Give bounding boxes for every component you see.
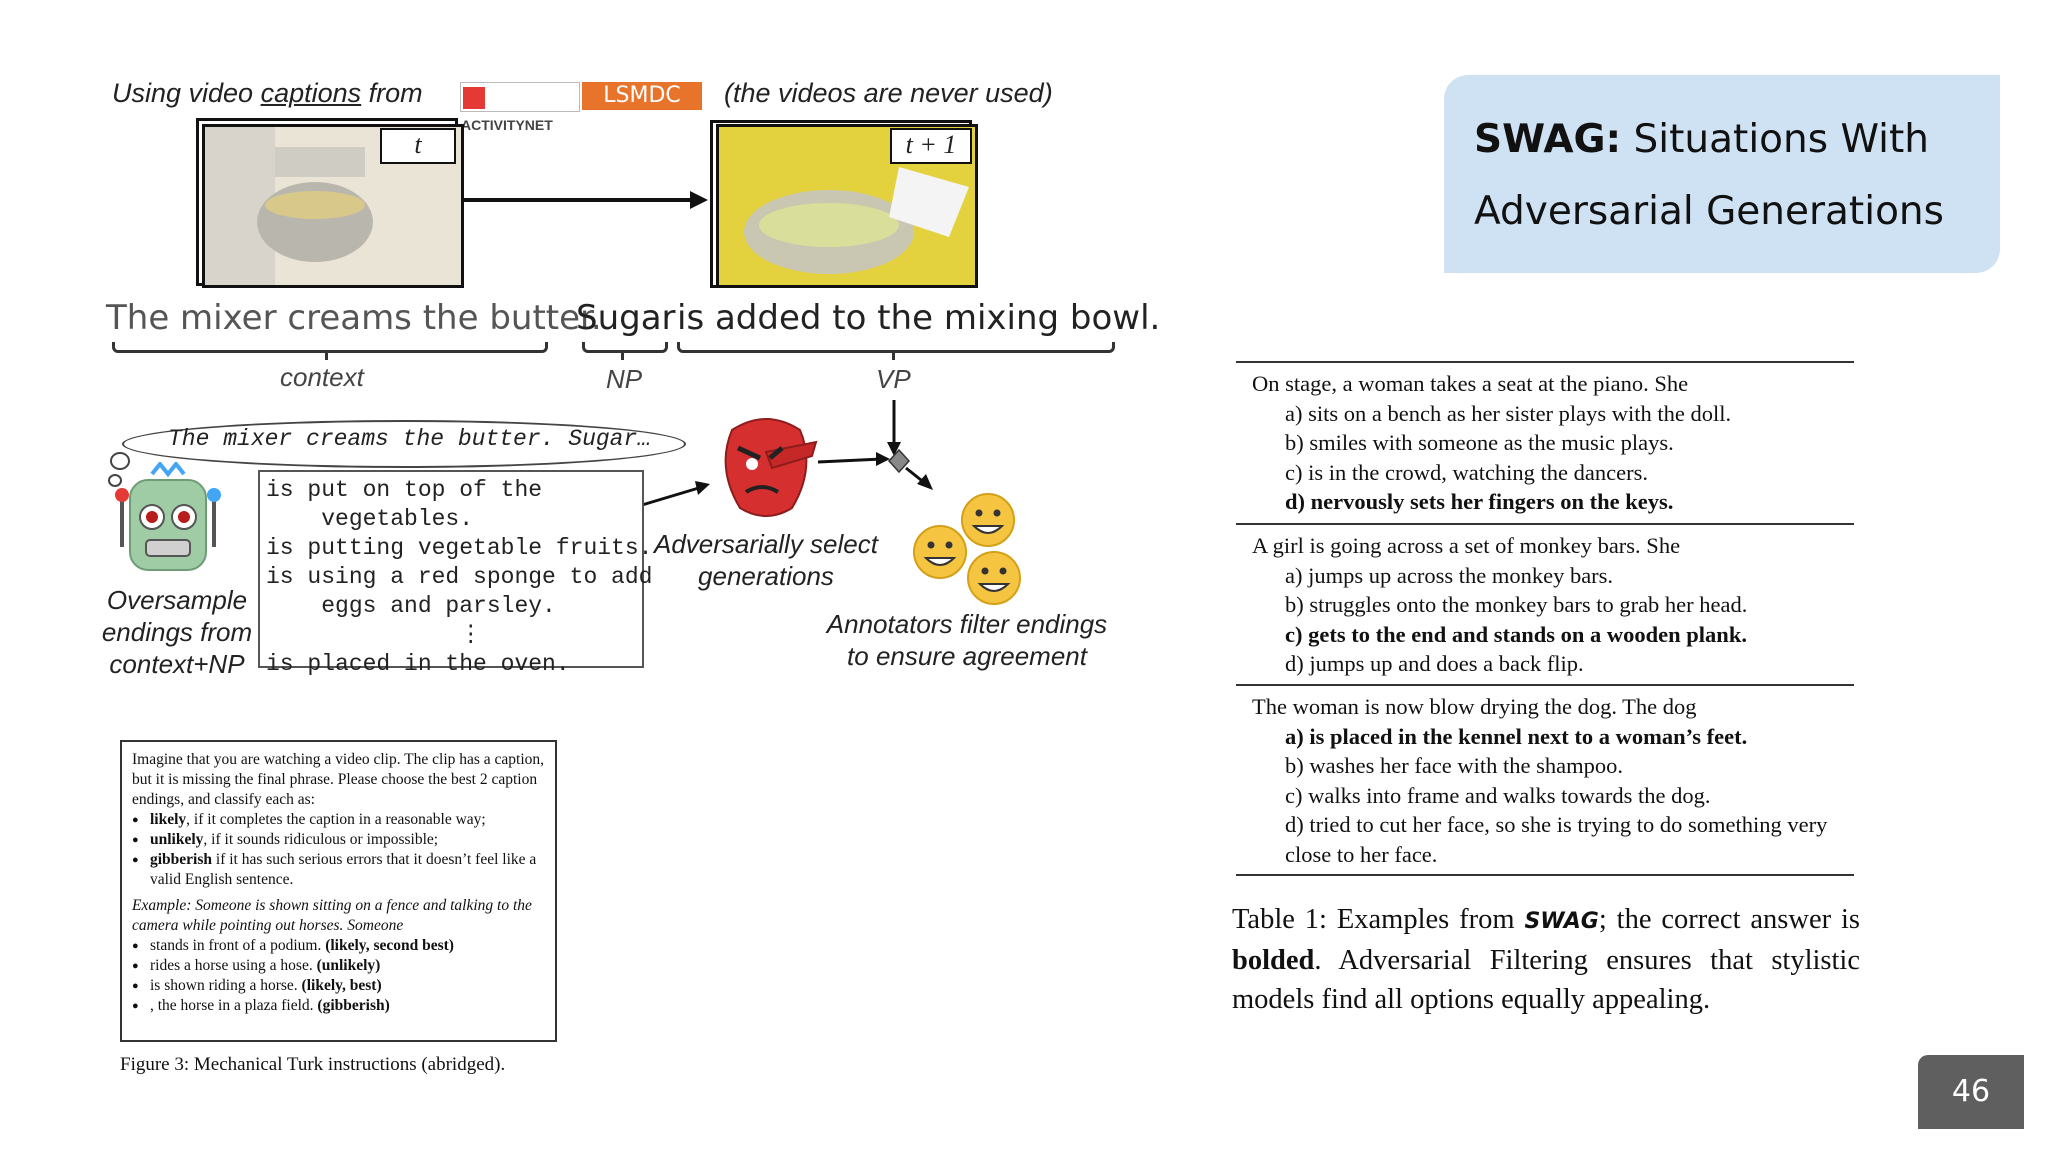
frame-label-t1: t + 1 <box>890 128 972 164</box>
mturk-example-item: is shown riding a horse. (likely, best) <box>132 976 545 996</box>
table-group-3: The woman is now blow drying the dog. Th… <box>1252 692 1856 869</box>
np-word: Sugar <box>576 298 676 338</box>
table-option-correct: c) gets to the end and stands on a woode… <box>1285 621 1747 647</box>
mturk-bullet: likely, if it completes the caption in a… <box>132 810 545 830</box>
table-option: c) is in the crowd, watching the dancers… <box>1285 459 1648 485</box>
mturk-intro: Imagine that you are watching a video cl… <box>132 751 545 808</box>
table-top-rule <box>1236 361 1854 363</box>
annotators-label: Annotators filter endings to ensure agre… <box>826 609 1108 671</box>
table-option: d) jumps up and does a back flip. <box>1285 651 1584 676</box>
lsmdc-logo: LSMDC <box>582 82 702 110</box>
table-context: The woman is now blow drying the dog. Th… <box>1252 694 1697 719</box>
thought-bubble-dot-2 <box>108 474 122 487</box>
table-option: b) struggles onto the monkey bars to gra… <box>1285 592 1748 617</box>
thought-bubble-dot-1 <box>110 452 130 470</box>
video-frame-t <box>202 124 464 288</box>
mturk-example-item: stands in front of a podium. (likely, se… <box>132 936 545 956</box>
endings-box: is put on top of the vegetables. is putt… <box>258 470 652 677</box>
mturk-example-list: stands in front of a podium. (likely, se… <box>132 936 545 1016</box>
mturk-example: Example: Someone is shown sitting on a f… <box>132 897 532 934</box>
activitynet-logo: ACTIVITYNET <box>460 82 580 133</box>
table-option: a) jumps up across the monkey bars. <box>1285 562 1614 588</box>
vp-brace <box>677 342 1115 353</box>
mixer-bowl-image <box>205 127 461 285</box>
np-brace <box>582 342 668 353</box>
page-number-badge: 46 <box>1918 1055 2024 1129</box>
context-sentence: The mixer creams the butter. <box>106 298 602 338</box>
table-option: a) sits on a bench as her sister plays w… <box>1285 400 1732 426</box>
oversample-label: Oversample endings from context+NP <box>101 585 253 679</box>
context-brace-tip <box>325 350 328 360</box>
context-brace <box>112 342 548 353</box>
mturk-example-item: , the horse in a plaza field. (gibberish… <box>132 996 545 1016</box>
table-group-1: On stage, a woman takes a seat at the pi… <box>1252 369 1856 517</box>
slide-title-line1: SWAG: Situations With <box>1474 117 1930 162</box>
figure-caption-line: Using video captions from <box>112 78 423 108</box>
figure-3-caption: Figure 3: Mechanical Turk instructions (… <box>120 1054 506 1075</box>
mixing-bowl-sugar-image <box>719 127 975 285</box>
table-option: c) walks into frame and walks towards th… <box>1285 782 1711 808</box>
annotator-emojis-icon <box>913 493 1021 605</box>
label-context: context <box>280 362 364 392</box>
video-frame-t1 <box>716 124 978 288</box>
table-context: On stage, a woman takes a seat at the pi… <box>1252 371 1689 396</box>
slide-title-box: SWAG: Situations With Adversarial Genera… <box>1444 75 2000 273</box>
mturk-example-item: rides a horse using a hose. (unlikely) <box>132 956 545 976</box>
robot-icon <box>115 462 221 571</box>
table-option-correct: a) is placed in the kennel next to a wom… <box>1285 723 1748 749</box>
mturk-bullet: gibberish if it has such serious errors … <box>132 850 545 890</box>
frame-label-t: t <box>380 128 456 164</box>
table-option-correct: d) nervously sets her fingers on the key… <box>1285 489 1674 514</box>
adversarial-label: Adversarially select generations <box>654 529 878 591</box>
thought-bubble-text: The mixer creams the butter. Sugar… <box>168 426 652 452</box>
tengu-mask-icon <box>724 418 818 517</box>
mturk-bullet: unlikely, if it sounds ridiculous or imp… <box>132 830 545 850</box>
table-bottom-rule <box>1236 874 1854 876</box>
thought-bubble <box>122 420 686 468</box>
table-option: b) washes her face with the shampoo. <box>1285 753 1624 778</box>
table-context: A girl is going across a set of monkey b… <box>1252 533 1681 558</box>
table-1-caption: Table 1: Examples from SWAG; the correct… <box>1232 904 1861 1015</box>
mturk-instructions-box: Imagine that you are watching a video cl… <box>120 740 557 1042</box>
table-rule-1 <box>1236 523 1854 525</box>
mturk-label-list: likely, if it completes the caption in a… <box>132 810 545 890</box>
table-rule-2 <box>1236 684 1854 686</box>
slide-title-line2: Adversarial Generations <box>1474 189 1944 234</box>
np-brace-tip <box>621 350 624 360</box>
label-np: NP <box>606 364 643 394</box>
table-group-2: A girl is going across a set of monkey b… <box>1252 531 1856 679</box>
table-option: d) tried to cut her face, so she is tryi… <box>1285 812 1828 867</box>
vp-brace-tip <box>892 350 895 360</box>
table-option: b) smiles with someone as the music play… <box>1285 430 1674 455</box>
label-vp: VP <box>876 364 911 394</box>
videos-never-used-note: (the videos are never used) <box>724 78 1053 108</box>
vp-phrase: is added to the mixing bowl. <box>677 298 1161 338</box>
